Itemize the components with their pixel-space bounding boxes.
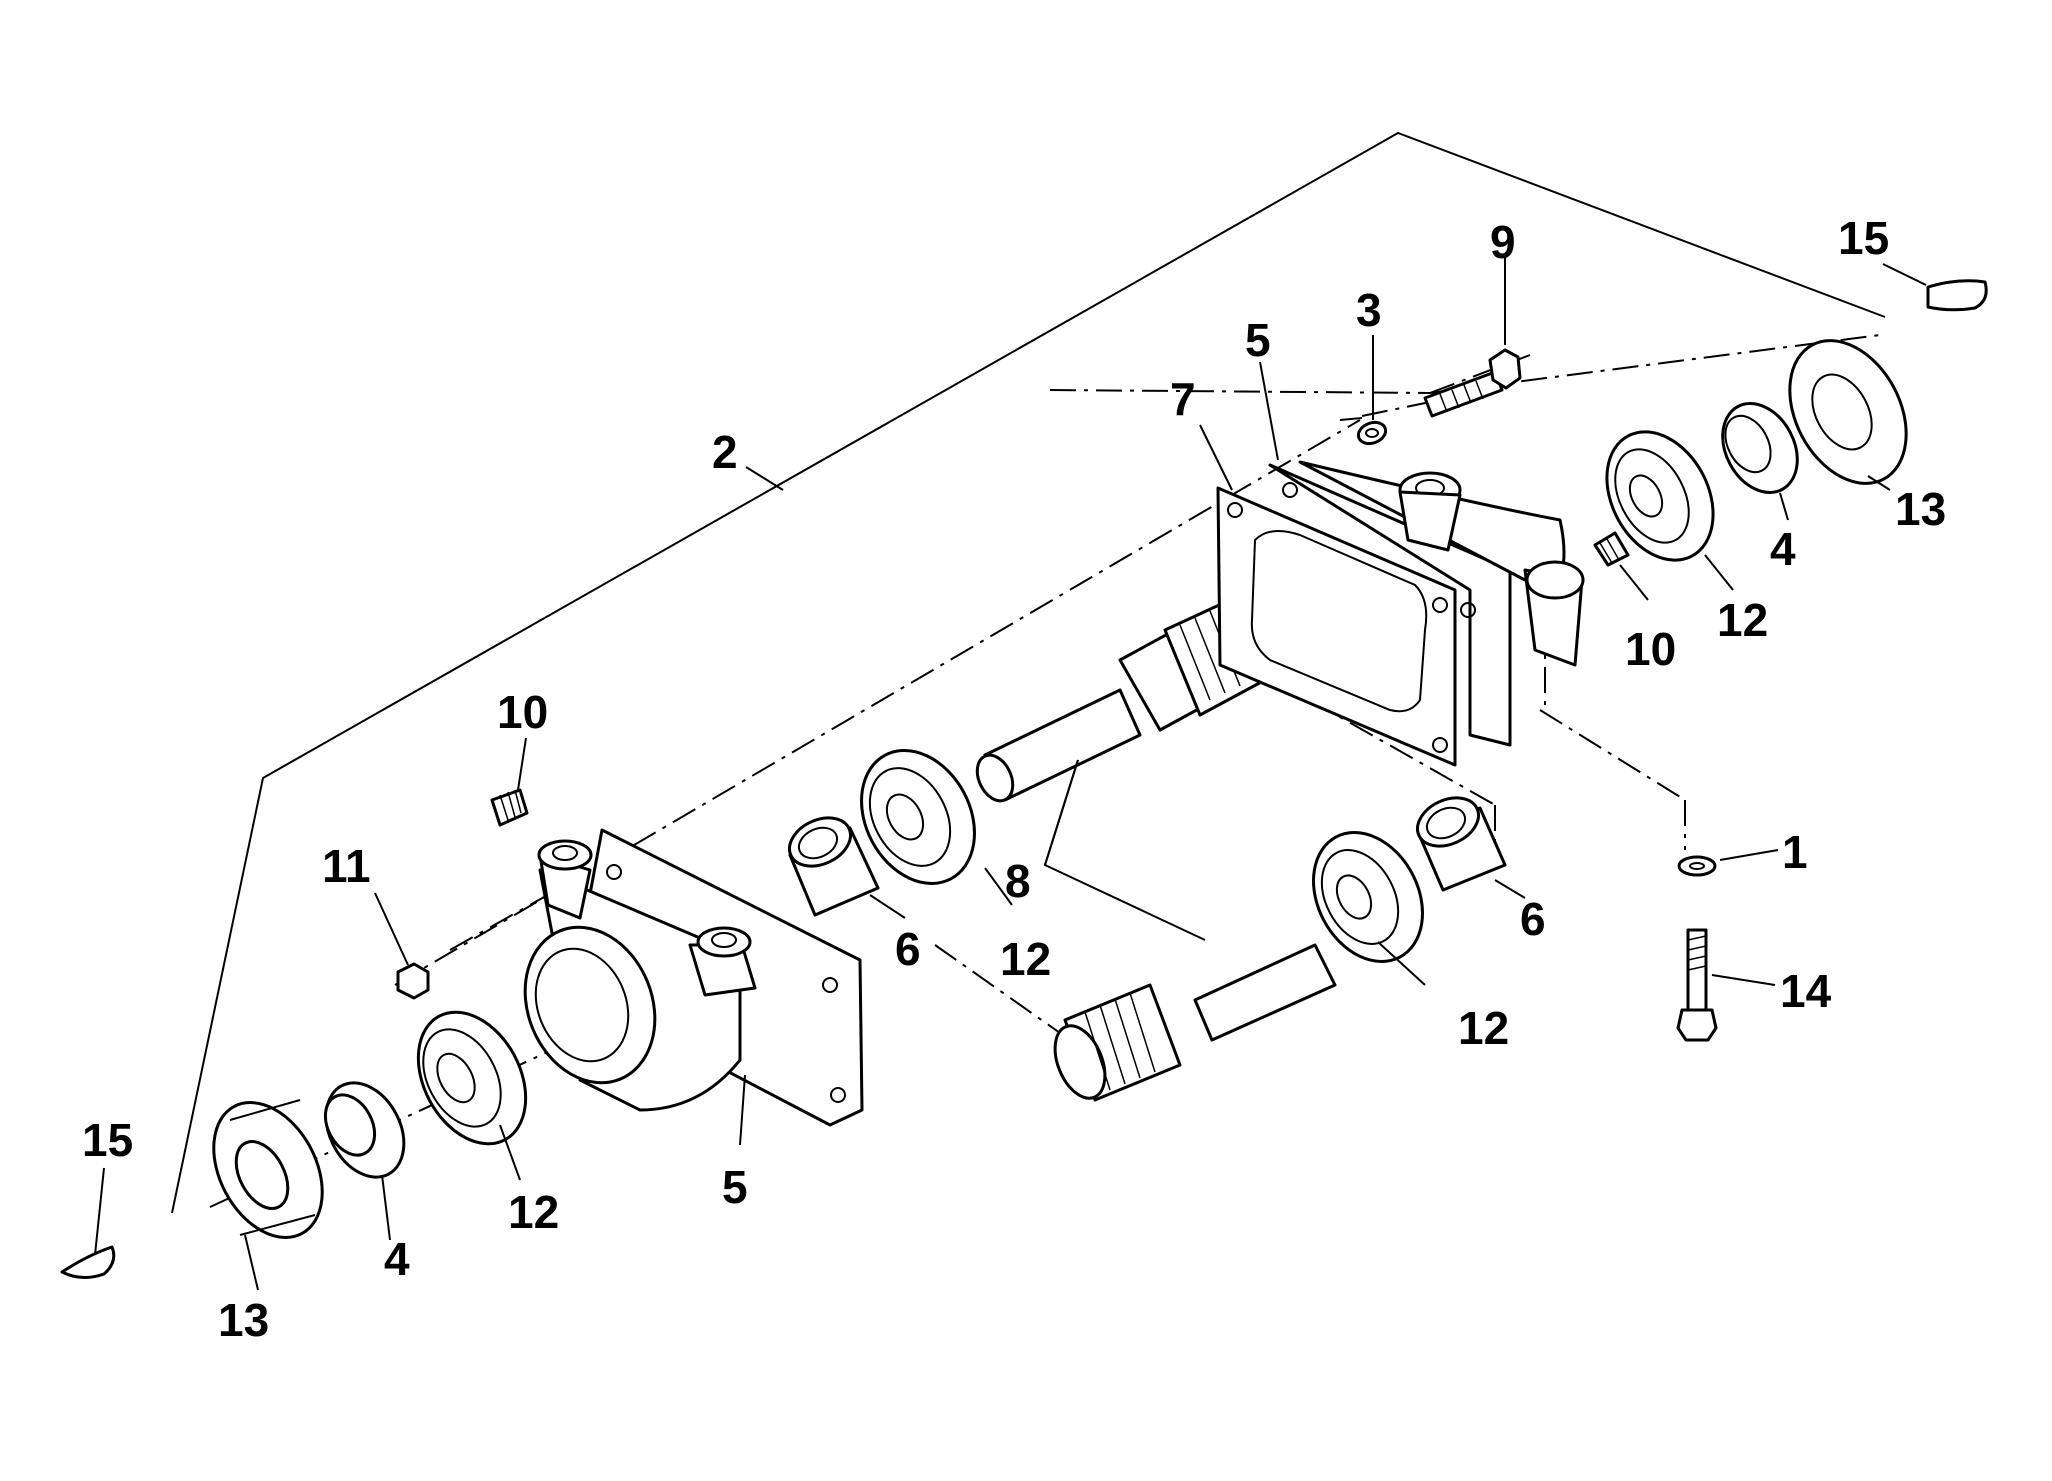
part-10-plug-left xyxy=(490,788,529,827)
callout-10-right: 10 xyxy=(1625,623,1676,675)
callout-5-left: 5 xyxy=(722,1161,748,1213)
callout-12-lower-right: 12 xyxy=(1458,1002,1509,1054)
callout-7: 7 xyxy=(1170,373,1196,425)
callout-8: 8 xyxy=(1005,855,1031,907)
part-5-housing-right xyxy=(1268,460,1585,747)
callout-12-centre: 12 xyxy=(1000,933,1051,985)
part-4-spacer-left xyxy=(323,1081,406,1179)
part-15-key-right xyxy=(1926,279,1988,312)
callout-14: 14 xyxy=(1780,965,1832,1017)
callout-11: 11 xyxy=(322,840,371,892)
part-3-washer xyxy=(1356,420,1388,446)
callout-4-right: 4 xyxy=(1770,523,1796,575)
part-15-key-left xyxy=(60,1245,116,1279)
callout-15-right: 15 xyxy=(1838,212,1889,264)
callout-13-left: 13 xyxy=(218,1294,269,1346)
part-9-bolt xyxy=(1423,348,1522,418)
callout-6-right: 6 xyxy=(1520,893,1546,945)
part-5-housing-left xyxy=(523,828,864,1127)
part-1-washer xyxy=(1677,855,1717,877)
callout-13-right: 13 xyxy=(1895,483,1946,535)
part-11-nut xyxy=(396,962,430,1000)
callout-12-left: 12 xyxy=(508,1186,559,1238)
callout-10-left: 10 xyxy=(497,686,548,738)
callout-labels: 2 9 3 5 7 15 13 4 12 10 10 11 6 12 8 6 1… xyxy=(82,212,1946,1346)
part-12-bearing-left xyxy=(416,1010,528,1146)
part-4-spacer-right xyxy=(1721,402,1799,494)
part-6-sleeve-right xyxy=(1416,796,1507,892)
part-12-bearing-centre xyxy=(860,749,976,885)
part-12-bearing-upper-right xyxy=(1605,430,1715,562)
callout-3: 3 xyxy=(1356,284,1382,336)
part-10-plug-right xyxy=(1593,531,1630,567)
callout-1: 1 xyxy=(1782,826,1808,878)
part-7-gasket xyxy=(1216,486,1457,767)
leader-lines xyxy=(94,258,1927,1291)
assembly-bracket-2 xyxy=(171,131,1886,1214)
part-8-shaft-upper xyxy=(975,598,1267,803)
part-13-seal-left xyxy=(212,1099,324,1239)
callout-2: 2 xyxy=(712,426,738,478)
part-14-bolt xyxy=(1676,928,1718,1042)
callout-4-left: 4 xyxy=(384,1233,410,1285)
callout-15-left: 15 xyxy=(82,1114,133,1166)
callout-5-right: 5 xyxy=(1245,314,1271,366)
part-6-sleeve-left xyxy=(788,816,880,917)
callout-12-upper-right: 12 xyxy=(1717,594,1768,646)
part-12-bearing-lower-right xyxy=(1312,831,1424,963)
part-13-seal-right xyxy=(1788,339,1908,485)
callout-9: 9 xyxy=(1490,216,1516,268)
callout-6-left: 6 xyxy=(895,923,921,975)
part-8-shaft-lower xyxy=(1053,943,1337,1102)
